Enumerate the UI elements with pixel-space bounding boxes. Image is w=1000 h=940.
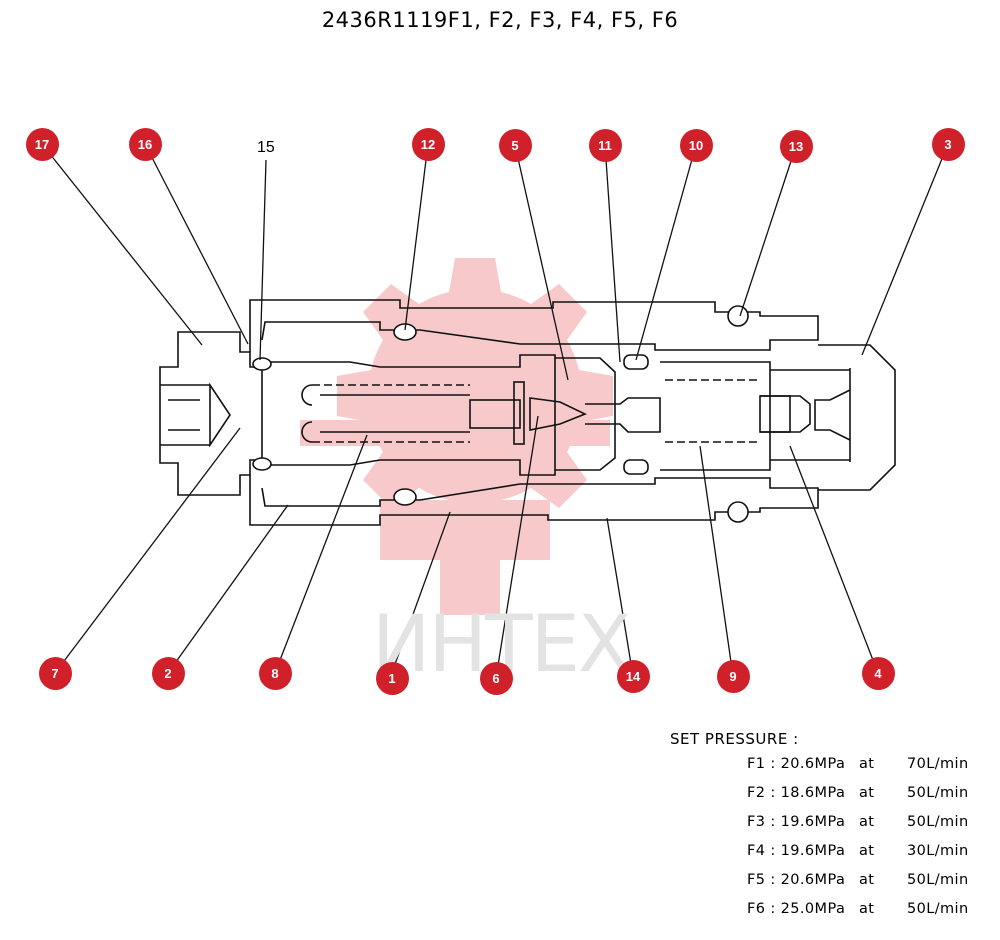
watermark-gear-logo	[300, 258, 613, 615]
callout-17: 17	[25, 127, 59, 161]
callout-11: 11	[588, 128, 622, 162]
callout-8: 8	[258, 656, 292, 690]
diagram-title: 2436R1119F1, F2, F3, F4, F5, F6	[321, 8, 679, 32]
callout-1: 1	[375, 661, 409, 695]
set-pressure-heading: SET PRESSURE :	[670, 730, 799, 748]
callout-10: 10	[679, 128, 713, 162]
o-rings	[252, 305, 749, 523]
callout-9: 9	[716, 659, 750, 693]
callout-14: 14	[616, 659, 650, 693]
callout-2: 2	[151, 656, 185, 690]
callout-5: 5	[498, 128, 532, 162]
callout-3: 3	[931, 127, 965, 161]
callout-13: 13	[779, 129, 813, 163]
callout-6: 6	[479, 661, 513, 695]
callout-16: 16	[128, 127, 162, 161]
leader-lines	[41, 143, 949, 679]
callout-4: 4	[861, 656, 895, 690]
label-15: 15	[257, 139, 275, 156]
callout-7: 7	[38, 656, 72, 690]
callout-12: 12	[411, 127, 445, 161]
